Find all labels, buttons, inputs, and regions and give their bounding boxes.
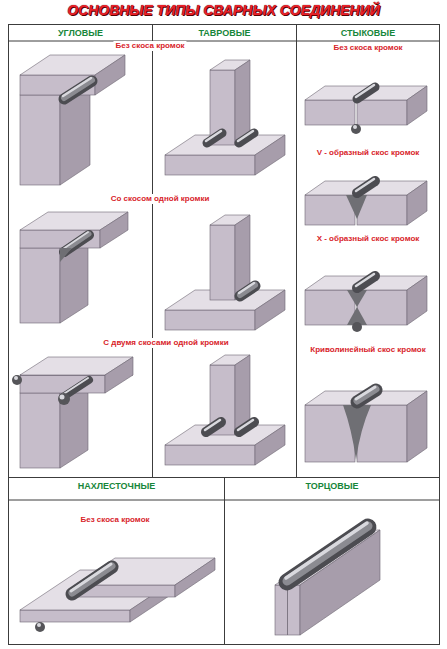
tee-joint-figure bbox=[165, 355, 285, 465]
tee-joint-figure-part bbox=[238, 131, 253, 141]
edge-prep-label: Без скоса кромок bbox=[331, 43, 404, 53]
separator-lines-part bbox=[8, 41, 440, 42]
panel-heading: УГЛОВЫЕ bbox=[9, 25, 152, 41]
edge-joint-figure-part bbox=[286, 523, 367, 578]
corner-joint-figure-part bbox=[100, 212, 128, 248]
butt-joint-figure-part bbox=[357, 87, 375, 99]
butt-joint-figure-part bbox=[357, 181, 375, 193]
tee-joint-figure-part bbox=[255, 135, 285, 175]
corner-joint-figure-part bbox=[58, 393, 70, 405]
panel-heading: СТЫКОВЫЕ bbox=[297, 25, 439, 41]
edge-prep-label: X - образный скос кромок bbox=[315, 234, 422, 244]
butt-joint-figure bbox=[305, 387, 427, 462]
butt-joint-figure-part bbox=[305, 276, 375, 290]
corner-joint-figure-part bbox=[12, 375, 22, 385]
corner-joint-figure-part bbox=[20, 95, 60, 185]
edge-prep-label: Без скоса кромок bbox=[113, 41, 186, 51]
corner-joint-figure bbox=[20, 212, 128, 323]
edge-joint-figure-part bbox=[287, 526, 368, 581]
butt-joint-figure-part bbox=[357, 276, 375, 288]
butt-joint-figure-part bbox=[407, 86, 427, 125]
edge-joint-figure-part bbox=[287, 527, 368, 582]
butt-joint-figure-part bbox=[407, 276, 427, 325]
butt-joint-figure-part bbox=[356, 387, 375, 399]
edge-prep-label: С двумя скосами одной кромки bbox=[101, 338, 230, 348]
edge-prep-label: Криволинейный скос кромок bbox=[308, 345, 427, 355]
joint-type-panel: НАХЛЕСТОЧНЫЕ bbox=[8, 477, 225, 645]
corner-joint-figure-part bbox=[60, 248, 72, 262]
joint-type-panel: ТОРЦОВЫЕ bbox=[224, 477, 440, 645]
butt-joint-figure-part bbox=[351, 124, 361, 134]
corner-joint-figure-part bbox=[64, 80, 92, 98]
corner-joint-figure-part bbox=[20, 393, 60, 468]
lap-joint-figure-part bbox=[20, 610, 130, 622]
joint-type-panel: ТАВРОВЫЕ bbox=[152, 24, 297, 478]
edge-prep-label: Со скосом одной кромки bbox=[109, 194, 212, 204]
panel-heading: ТАВРОВЫЕ bbox=[153, 25, 296, 41]
butt-joint-figure-part bbox=[356, 179, 374, 191]
butt-joint-figure-part bbox=[346, 195, 367, 219]
butt-joint-figure-part bbox=[305, 86, 375, 100]
butt-joint-figure-part bbox=[305, 290, 355, 325]
tee-joint-figure-part bbox=[165, 155, 255, 175]
lap-joint-figure bbox=[20, 558, 215, 632]
edge-joint-figure bbox=[275, 523, 380, 635]
joint-type-panel: УГЛОВЫЕ bbox=[8, 24, 153, 478]
corner-joint-figure-part bbox=[63, 232, 88, 249]
tee-joint-figure-part bbox=[210, 225, 235, 300]
corner-joint-figure-part bbox=[105, 357, 133, 393]
lap-joint-figure-part bbox=[37, 623, 41, 627]
corner-joint-figure-part bbox=[60, 395, 65, 400]
corner-joint-figure-part bbox=[62, 378, 88, 395]
lap-joint-figure-part bbox=[71, 564, 111, 591]
tee-joint-figure bbox=[165, 60, 285, 175]
butt-joint-figure-part bbox=[356, 274, 374, 286]
butt-joint-figure-part bbox=[407, 391, 427, 462]
tee-joint-figure-part bbox=[239, 283, 254, 293]
tee-joint-figure bbox=[165, 215, 285, 330]
panel-heading: НАХЛЕСТОЧНЫЕ bbox=[9, 478, 224, 494]
tee-joint-figure-part bbox=[165, 445, 255, 465]
butt-joint-figure-part bbox=[305, 181, 375, 195]
corner-joint-figure bbox=[20, 55, 125, 185]
butt-joint-figure-part bbox=[356, 85, 374, 97]
butt-joint-figure-part bbox=[357, 290, 407, 325]
corner-joint-figure-part bbox=[20, 248, 60, 323]
lap-joint-figure-part bbox=[72, 567, 112, 594]
corner-joint-figure-part bbox=[14, 376, 18, 380]
separator-lines bbox=[8, 41, 440, 500]
butt-joint-figure bbox=[305, 85, 427, 134]
lap-joint-figure-part bbox=[72, 566, 112, 593]
corner-joint-figure-part bbox=[63, 78, 91, 96]
lap-joint-figure-part bbox=[35, 622, 45, 632]
lap-joint-figure-part bbox=[175, 558, 215, 597]
butt-joint-figure-part bbox=[357, 100, 407, 125]
corner-joint-figure-part bbox=[64, 81, 92, 99]
butt-joint-figure-part bbox=[353, 125, 357, 129]
tee-joint-figure-part bbox=[206, 131, 221, 141]
tee-joint-figure-part bbox=[255, 290, 285, 330]
edge-joint-figure-part bbox=[275, 585, 300, 635]
edge-prep-label: Без скоса кромок bbox=[78, 515, 151, 525]
butt-joint-figure bbox=[305, 274, 427, 332]
poster-title: ОСНОВНЫЕ ТИПЫ СВАРНЫХ СОЕДИНЕНИЙ bbox=[0, 2, 447, 18]
edge-joint-figure-part bbox=[287, 585, 288, 635]
butt-joint-figure-part bbox=[305, 195, 355, 225]
butt-joint-figure-part bbox=[343, 405, 371, 460]
edge-prep-label: V - образный скос кромок bbox=[315, 148, 422, 158]
corner-joint-figure bbox=[12, 357, 133, 468]
tee-joint-figure-part bbox=[165, 310, 255, 330]
tee-joint-figure-part bbox=[255, 425, 285, 465]
corner-joint-figure-part bbox=[95, 55, 125, 95]
panel-heading: ТОРЦОВЫЕ bbox=[225, 478, 439, 494]
butt-joint-figure bbox=[305, 179, 427, 225]
butt-joint-figure-part bbox=[352, 322, 362, 332]
tee-joint-figure-part bbox=[238, 420, 253, 430]
joint-type-panel: СТЫКОВЫЕ bbox=[296, 24, 440, 478]
butt-joint-figure-part bbox=[407, 181, 427, 225]
butt-joint-figure-part bbox=[305, 100, 355, 125]
tee-joint-figure-part bbox=[205, 420, 220, 430]
